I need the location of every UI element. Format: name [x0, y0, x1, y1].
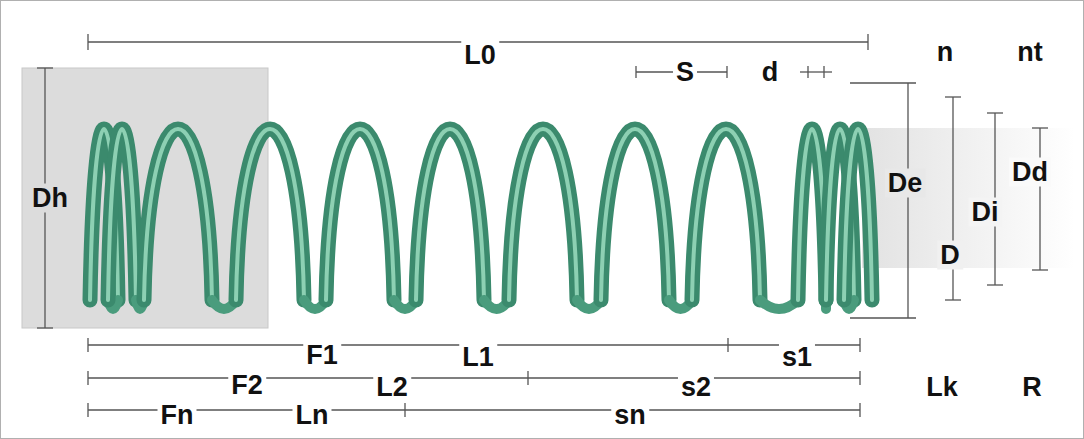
coil-highlight: [692, 129, 760, 300]
coil-winding: [326, 129, 394, 300]
coil-highlight: [509, 129, 577, 300]
dimension-label: F2: [228, 371, 266, 400]
dimension-label: S: [673, 58, 697, 87]
coil-highlight: [236, 129, 304, 300]
coil-winding: [108, 129, 136, 300]
dimension-label: s2: [678, 373, 714, 402]
coil-winding: [692, 129, 760, 300]
dimension-label: s1: [779, 343, 815, 372]
coil-highlight: [326, 129, 394, 300]
coil-winding: [236, 129, 304, 300]
coil-winding: [416, 129, 484, 300]
dimension-label: nt: [1014, 38, 1045, 67]
dimension-label: n: [934, 38, 957, 67]
dimension-label: F1: [303, 341, 341, 370]
dimension-label: L2: [373, 373, 411, 402]
dimension-label: De: [885, 169, 926, 198]
dimension-label: L1: [459, 343, 497, 372]
dimension-label: Dh: [29, 184, 71, 213]
coil-highlight: [844, 129, 872, 300]
dimension-label: R: [1019, 373, 1045, 402]
dimension-label: Lk: [923, 373, 961, 402]
coil-winding: [844, 129, 872, 300]
coil-winding: [601, 129, 669, 300]
dimension-label: D: [937, 241, 963, 270]
dimension-label: Ln: [293, 401, 332, 430]
coil-highlight: [108, 129, 136, 300]
coil-highlight: [144, 129, 212, 300]
coil-winding: [509, 129, 577, 300]
dimension-label: sn: [611, 401, 649, 430]
dimension-label: Dd: [1009, 158, 1051, 187]
dimension-label: Di: [969, 198, 1002, 227]
dimension-label: d: [759, 58, 782, 87]
dimension-label: L0: [461, 41, 499, 70]
coil-winding: [144, 129, 212, 300]
dimension-label: Fn: [158, 401, 197, 430]
coil-highlight: [416, 129, 484, 300]
coil-highlight: [601, 129, 669, 300]
